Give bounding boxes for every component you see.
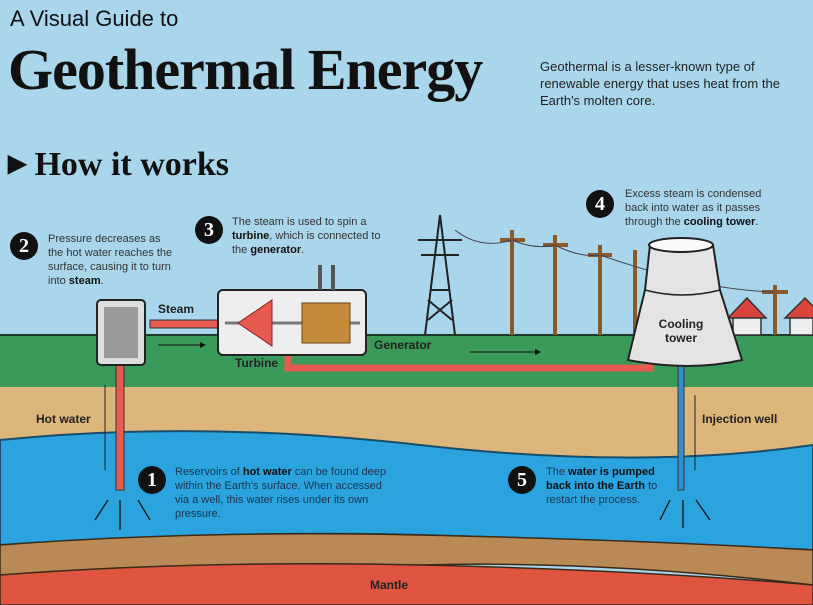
step-text-bold: cooling tower [683, 216, 756, 228]
generator [301, 302, 351, 344]
step-text-part: Pressure decreases as the hot water reac… [48, 233, 173, 287]
power-pylon [418, 214, 462, 336]
step-text-part: . [301, 244, 305, 256]
step-text-bold: water is pumped back into the Earth [546, 466, 655, 492]
turbine-label: Turbine [235, 356, 279, 370]
step-3-badge: 3 [195, 216, 223, 244]
page-title: Geothermal Energy [8, 37, 483, 102]
turbine [237, 299, 273, 347]
step-2-text: Pressure decreases as the hot water reac… [48, 232, 178, 288]
step-text-part: can be found deep within the Earth's sur… [175, 466, 386, 520]
intro-text: Geothermal is a lesser-known type of ren… [540, 59, 780, 108]
step-text-part: . [755, 216, 759, 228]
flow-arrow [158, 342, 206, 348]
cooling-tower-band [644, 289, 721, 296]
generator-label: Generator [374, 338, 432, 352]
steam-label: Steam [158, 302, 195, 316]
hot-water-label: Hot water [36, 412, 91, 426]
step-2-badge: 2 [10, 232, 38, 260]
step-3-text: The steam is used to spin a turbine, whi… [232, 215, 397, 257]
injection-well-label: Injection well [702, 412, 778, 426]
flow-arrow [470, 349, 541, 355]
step-text-part: . [100, 275, 104, 287]
subtitle: A Visual Guide to [10, 6, 179, 31]
step-4-badge: 4 [586, 190, 614, 218]
houses [726, 296, 813, 336]
step-text-part: , which is connected to the [232, 230, 381, 256]
triangle-right-icon: ▶ [8, 151, 27, 177]
step-1-badge: 1 [138, 466, 166, 494]
step-text-bold: generator [250, 244, 302, 256]
section-heading: ▶ How it works [8, 146, 229, 184]
cooling-tower-top [648, 237, 714, 253]
insulator [318, 265, 322, 290]
step-5-badge: 5 [508, 466, 536, 494]
hot-water-well-pipe [115, 364, 125, 491]
step-4-text: Excess steam is condensed back into wate… [625, 187, 785, 229]
separator-tank-window [104, 307, 138, 358]
section-heading-text: How it works [34, 146, 230, 183]
step-text-part: The [546, 466, 569, 478]
step-text-part: Reservoirs of [175, 466, 243, 478]
step-text-bold: hot water [242, 466, 292, 478]
cooling-tower [626, 244, 744, 367]
step-text-bold: steam [68, 275, 101, 287]
cooling-tower-label-line-2: tower [664, 331, 697, 345]
utility-poles [500, 230, 788, 335]
insulator [331, 265, 335, 290]
cooling-tower-label-line-1: Cooling [658, 317, 704, 331]
step-text-part: Excess steam is condensed back into wate… [625, 188, 762, 228]
step-text-part: The steam is used to spin a [232, 216, 367, 228]
mantle-layer [0, 563, 813, 605]
mantle-label: Mantle [370, 578, 409, 592]
injection-well-pipe [677, 364, 685, 491]
water-flow-arrows [94, 499, 711, 530]
steam-pipe [149, 319, 221, 329]
step-1-text: Reservoirs of hot water can be found dee… [175, 465, 395, 521]
step-text-bold: turbine [232, 230, 270, 242]
step-5-text: The water is pumped back into the Earth … [546, 465, 666, 507]
step-text-part: to restart the process. [546, 480, 658, 506]
